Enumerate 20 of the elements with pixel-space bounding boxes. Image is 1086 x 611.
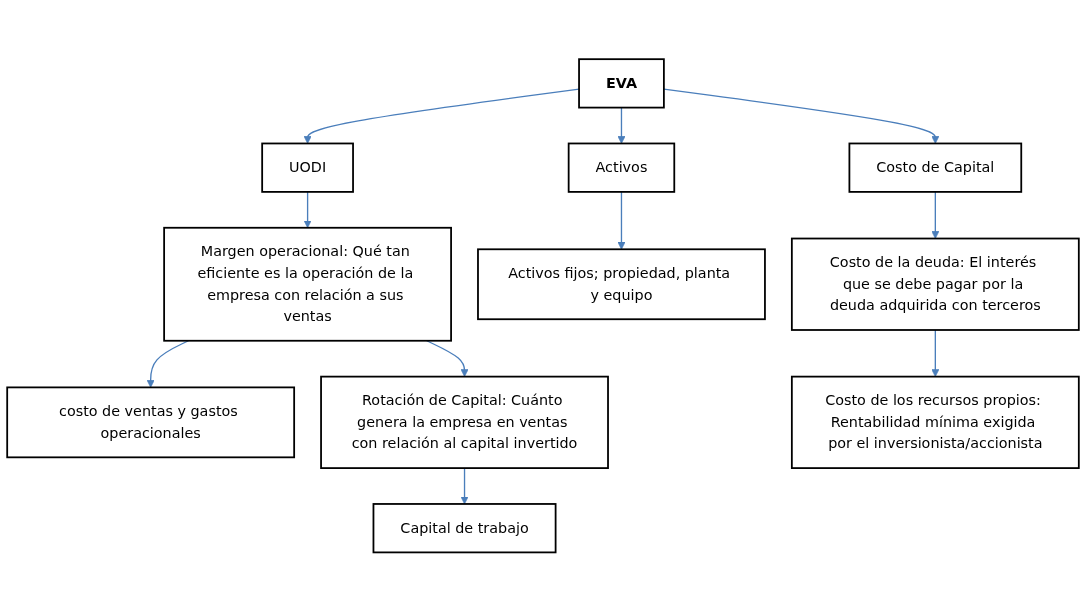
arrow bbox=[303, 88, 580, 144]
arrow bbox=[460, 467, 469, 505]
arrow bbox=[617, 106, 626, 144]
node-box: Margen operacional: Qué tan eficiente es la operación de la empresa con relación a sus ventas bbox=[163, 226, 452, 342]
arrow bbox=[303, 190, 312, 228]
arrow bbox=[426, 339, 469, 377]
node-box: EVA bbox=[578, 58, 665, 109]
arrow bbox=[617, 190, 626, 250]
arrow bbox=[931, 329, 940, 377]
arrow bbox=[663, 88, 940, 144]
node-box: Capital de trabajo bbox=[372, 502, 557, 553]
arrow bbox=[931, 190, 940, 239]
node-box: Costo de Capital bbox=[848, 142, 1023, 193]
node-box: UODI bbox=[261, 142, 354, 193]
node-box: Rotación de Capital: Cuánto genera la empresa en ventas con relación al capital invertido bbox=[320, 375, 609, 469]
node-box: costo de ventas y gastos operacionales bbox=[6, 386, 296, 458]
node-box: Costo de los recursos propios: Rentabilidad mínima exigida por el inversionista/accionista bbox=[790, 375, 1080, 469]
node-box: Costo de la deuda: El interés que se debe pagar por la deuda adquirida con terceros bbox=[790, 237, 1080, 331]
node-box: Activos bbox=[567, 142, 676, 193]
node-box: Activos fijos; propiedad, planta y equipo bbox=[477, 248, 766, 320]
